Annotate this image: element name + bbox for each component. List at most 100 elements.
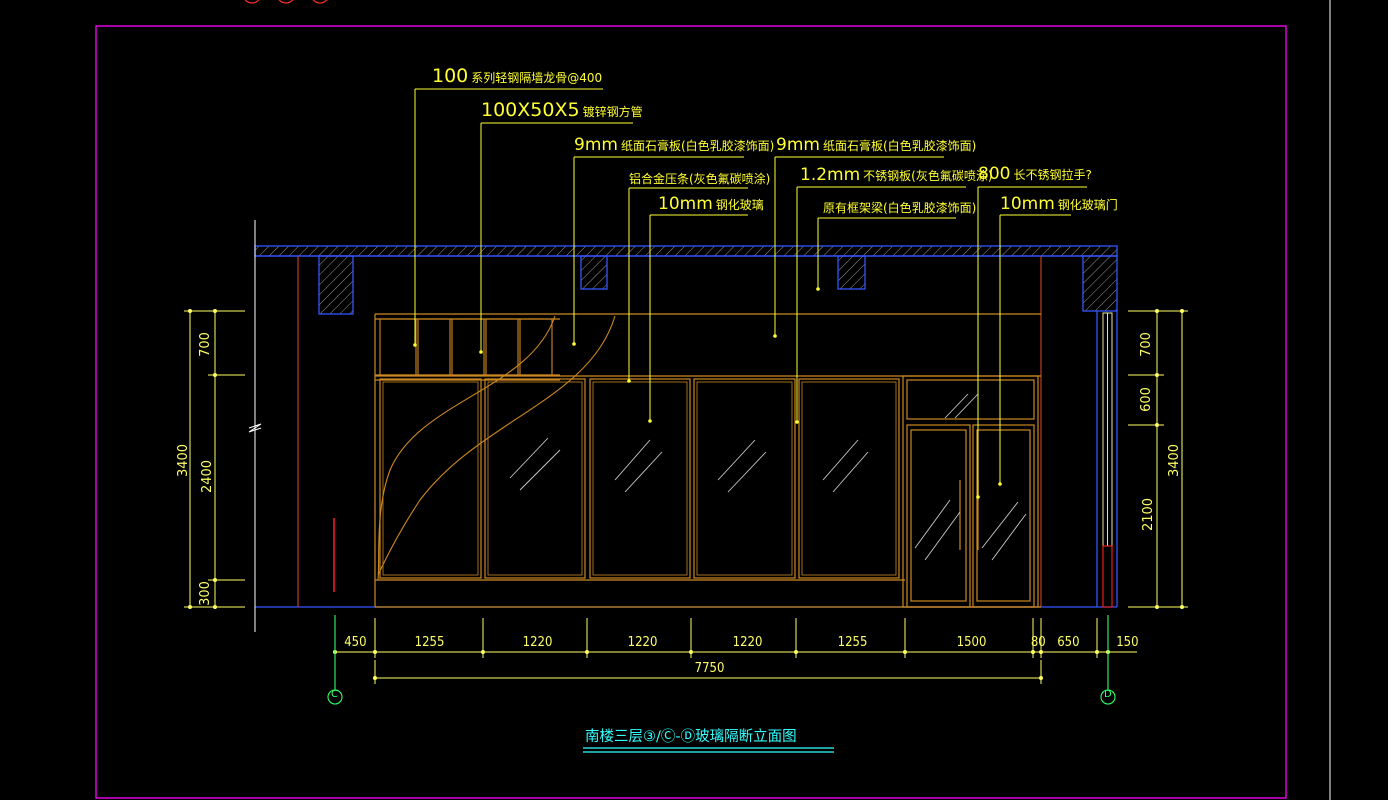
dim-tick — [373, 676, 377, 680]
axis-label-c: C — [331, 689, 338, 700]
glass-door — [902, 375, 1039, 608]
dim-bottom-4: 1220 — [732, 635, 763, 650]
dim-bottom-6: 1500 — [956, 635, 987, 650]
dim-bottom-7: 80 — [1030, 635, 1046, 650]
leader-dot — [627, 379, 631, 383]
leader-dot — [998, 482, 1002, 486]
dim-tick — [1155, 373, 1159, 377]
glass-panel — [379, 378, 482, 579]
glass-panel-inner — [592, 381, 688, 576]
dim-bottom-5: 1255 — [837, 635, 868, 650]
dim-tick — [1155, 605, 1159, 609]
dim-right-1: 600 — [1138, 387, 1154, 412]
dim-tick — [794, 650, 798, 654]
dim-bottom-3: 1220 — [627, 635, 658, 650]
dim-left-0: 700 — [197, 332, 213, 357]
glass-panel — [484, 378, 586, 579]
glass-glint — [924, 511, 961, 561]
dim-bottom-2: 1220 — [522, 635, 553, 650]
leader-dot — [572, 342, 576, 346]
leader-dot — [648, 419, 652, 423]
glass-glint — [944, 393, 969, 419]
annotation-beam: 原有框架梁(白色乳胶漆饰面) — [823, 201, 977, 215]
leader-dot — [773, 334, 777, 338]
dim-tick — [585, 650, 589, 654]
dim-tick — [1180, 605, 1184, 609]
dim-left-total: 3400 — [176, 443, 192, 478]
leader-dot — [976, 495, 980, 499]
drawing-border — [95, 25, 1287, 799]
dim-bottom-9: 150 — [1116, 635, 1139, 650]
leader-dot — [413, 343, 417, 347]
dimension-lines — [184, 309, 1188, 684]
dim-tick — [213, 605, 217, 609]
axis-label-d: D — [1104, 689, 1112, 700]
dim-left-2: 300 — [197, 581, 213, 606]
dim-tick — [1180, 309, 1184, 313]
glass-glint — [914, 499, 951, 549]
dim-tick — [1031, 650, 1035, 654]
right-base-red — [1102, 545, 1113, 608]
glass-glint — [822, 439, 859, 481]
annotation-aluminum-strip: 铝合金压条(灰色氟碳喷涂) — [629, 172, 771, 186]
dim-right-2: 2100 — [1141, 497, 1157, 532]
dim-tick — [188, 605, 192, 609]
title-underline — [583, 747, 834, 753]
dim-tick — [373, 650, 377, 654]
glass-reflections — [509, 393, 1027, 561]
top-marker-circles — [244, 0, 328, 4]
glass-panels — [379, 378, 900, 579]
axis-markers — [327, 615, 1116, 705]
dim-left-1: 2400 — [200, 459, 216, 494]
dim-tick — [1039, 650, 1043, 654]
dim-tick — [1095, 650, 1099, 654]
leader-dot — [816, 287, 820, 291]
curve-decoration — [377, 315, 616, 581]
glass-glint — [717, 439, 756, 481]
dim-bottom-8: 650 — [1057, 635, 1080, 650]
glass-panel — [798, 378, 900, 579]
dim-tick — [1155, 309, 1159, 313]
glass-glint — [991, 513, 1027, 561]
dim-tick — [481, 650, 485, 654]
dim-tick — [188, 309, 192, 313]
glass-glint — [981, 501, 1019, 549]
annotation-leaders — [413, 88, 1087, 499]
dim-tick — [1039, 676, 1043, 680]
glass-glint — [954, 393, 979, 419]
glass-panel-inner — [801, 381, 897, 576]
dim-right-total: 3400 — [1167, 443, 1183, 478]
dim-tick — [1155, 423, 1159, 427]
glass-panel-inner — [382, 381, 479, 576]
glass-panel-inner — [696, 381, 793, 576]
break-symbol — [248, 423, 262, 433]
leader-dot — [479, 350, 483, 354]
glass-glint — [614, 439, 651, 481]
glass-panel — [693, 378, 796, 579]
glass-glint — [832, 451, 869, 493]
dim-bottom-1: 1255 — [414, 635, 445, 650]
glass-glint — [509, 437, 549, 479]
drawing-title: 南楼三层③/Ⓒ-Ⓓ玻璃隔断立面图 — [585, 729, 797, 745]
dim-bottom-0: 450 — [344, 635, 367, 650]
dim-tick — [903, 650, 907, 654]
dim-right-0: 700 — [1138, 332, 1154, 357]
glass-glint — [519, 449, 561, 491]
glass-glint — [727, 451, 767, 493]
ceiling-slab — [254, 245, 1118, 608]
glass-glint — [624, 451, 663, 493]
dim-total: 7750 — [694, 661, 725, 676]
dim-tick — [213, 578, 217, 582]
stud-grid — [379, 318, 553, 376]
glass-panel-inner — [487, 381, 583, 576]
dim-tick — [689, 650, 693, 654]
